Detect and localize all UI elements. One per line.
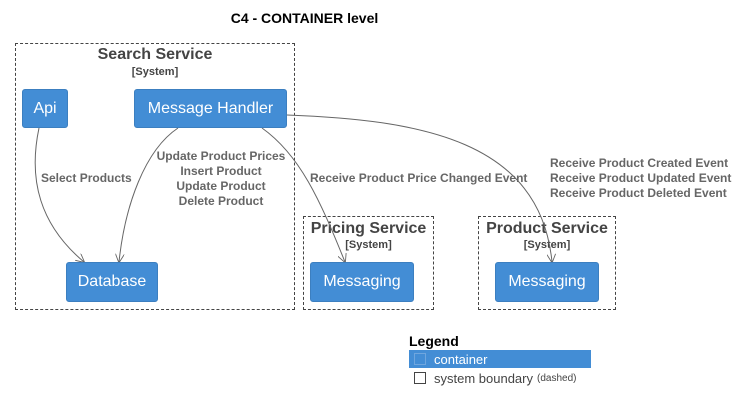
- legend-boundary-note: (dashed): [537, 372, 577, 384]
- legend-container-row: container: [409, 350, 591, 368]
- message-handler-container[interactable]: Message Handler: [134, 89, 287, 128]
- search-service-type: [System]: [131, 66, 179, 78]
- label-select-products: Select Products: [41, 171, 132, 185]
- api-container[interactable]: Api: [22, 89, 68, 128]
- pricing-messaging-container[interactable]: Messaging: [310, 262, 414, 302]
- edge-handler-to-product: [286, 114, 552, 262]
- pricing-service-boundary: Pricing Service [System]: [303, 216, 434, 310]
- legend-boundary-label: system boundary: [434, 370, 533, 386]
- label-handler-to-product: Receive Product Created Event Receive Pr…: [550, 156, 731, 201]
- label-product-deleted: Receive Product Deleted Event: [550, 186, 727, 200]
- label-handler-to-pricing: Receive Product Price Changed Event: [310, 171, 528, 185]
- diagram-title: C4 - CONTAINER level: [230, 10, 379, 26]
- edge-handler-to-pricing: [261, 127, 345, 262]
- label-update-product-prices: Update Product Prices: [156, 149, 286, 163]
- boundary-swatch-icon: [414, 372, 426, 384]
- search-service-title: Search Service: [97, 46, 213, 63]
- label-handler-to-database: Update Product Prices Insert Product Upd…: [155, 149, 287, 209]
- product-service-title: Product Service: [486, 220, 608, 237]
- pricing-service-title: Pricing Service: [310, 220, 427, 237]
- legend-title: Legend: [409, 333, 459, 349]
- label-delete-product: Delete Product: [178, 194, 264, 208]
- search-service-boundary: Search Service [System]: [15, 43, 295, 310]
- product-service-boundary: Product Service [System]: [478, 216, 616, 310]
- pricing-service-type: [System]: [345, 239, 392, 251]
- edge-api-to-database: [34, 127, 84, 262]
- edge-handler-to-database: [119, 127, 179, 262]
- label-product-updated: Receive Product Updated Event: [550, 171, 732, 185]
- product-service-type: [System]: [523, 239, 571, 251]
- database-container[interactable]: Database: [66, 262, 158, 302]
- legend-container-label: container: [434, 351, 488, 367]
- label-update-product: Update Product: [176, 179, 266, 193]
- label-insert-product: Insert Product: [180, 164, 262, 178]
- container-swatch-icon: [414, 353, 426, 365]
- product-messaging-container[interactable]: Messaging: [495, 262, 599, 302]
- label-product-created: Receive Product Created Event: [550, 156, 729, 170]
- legend-boundary-row: system boundary (dashed): [409, 369, 591, 387]
